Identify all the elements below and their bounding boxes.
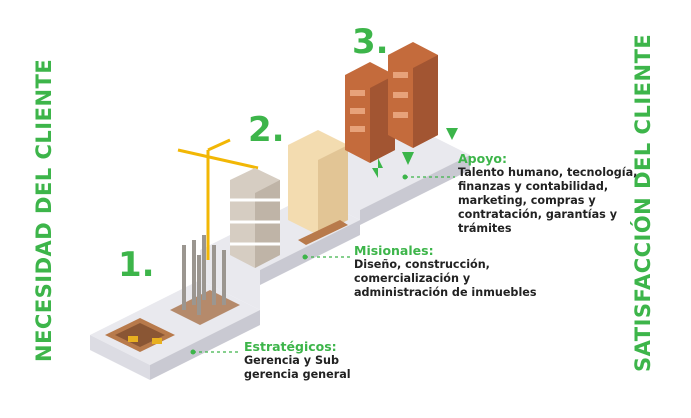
step-3-line: contratación, garantías y — [458, 208, 618, 221]
building-brick-right — [388, 42, 438, 148]
step-1-number: 1. — [118, 245, 155, 285]
step-3-line: marketing, compras y — [458, 194, 596, 207]
step-1-title: Estratégicos: — [244, 339, 337, 354]
left-axis-label: NECESIDAD DEL CLIENTE — [32, 58, 56, 362]
step-3-title: Apoyo: — [458, 151, 507, 166]
building-finished-beige — [288, 130, 348, 245]
leader-lines — [193, 176, 455, 353]
step-3-label: Apoyo: Talento humano, tecnología, finan… — [458, 152, 637, 236]
step-2-line: Diseño, construcción, — [354, 258, 490, 271]
trees — [372, 128, 458, 178]
step-2-line: administración de inmuebles — [354, 286, 537, 299]
step-3-number: 3. — [352, 22, 389, 62]
step-3-line: Talento humano, tecnología, — [458, 166, 638, 179]
step-2-title: Misionales: — [354, 243, 434, 258]
step-1-line: Gerencia y Sub — [244, 354, 339, 367]
crane — [177, 138, 259, 260]
step-2-line: comercialización y — [354, 272, 471, 285]
foundation-columns — [170, 235, 240, 325]
excavation-site — [105, 318, 175, 352]
step-3-line: trámites — [458, 222, 512, 235]
step-1-label: Estratégicos: Gerencia y Sub gerencia ge… — [244, 340, 351, 382]
building-frame — [230, 168, 280, 268]
step-2-label: Misionales: Diseño, construcción, comerc… — [354, 244, 537, 300]
building-brick-left — [345, 62, 395, 163]
step-1-line: gerencia general — [244, 368, 351, 381]
step-3-line: finanzas y contabilidad, — [458, 180, 609, 193]
step-2-number: 2. — [248, 110, 285, 150]
